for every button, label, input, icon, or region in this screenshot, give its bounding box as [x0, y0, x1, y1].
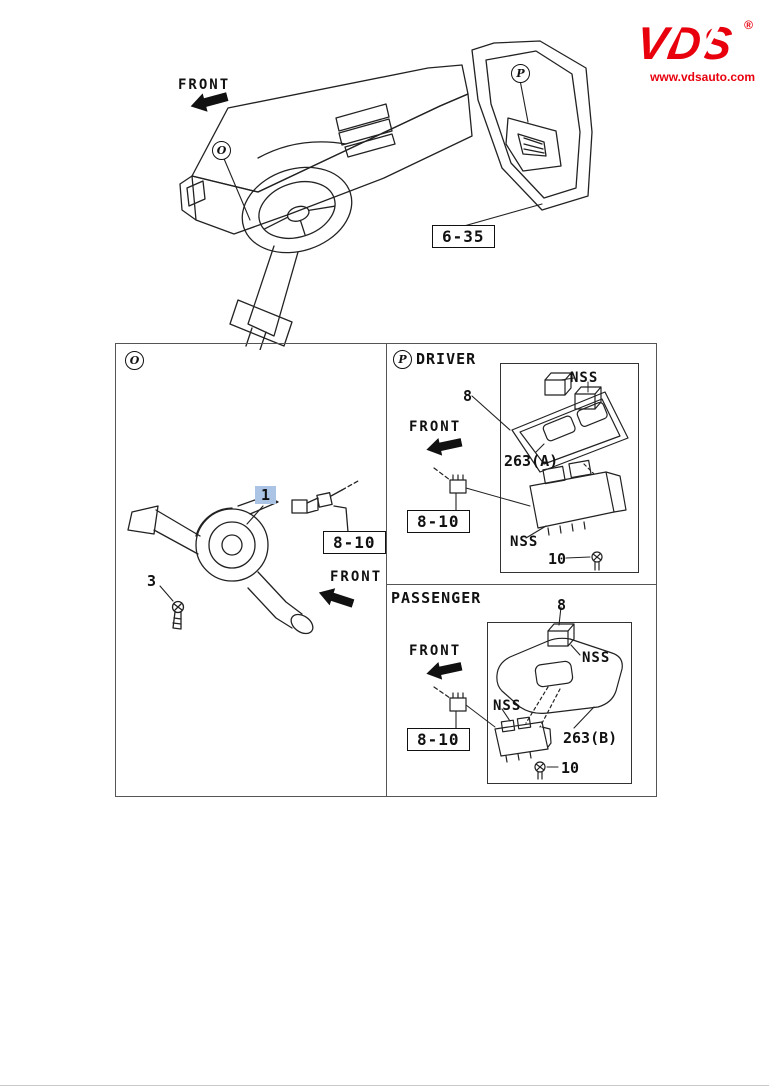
driver-detail-box — [500, 363, 639, 573]
callout-circle-p-top: P — [511, 64, 530, 83]
callout-letter: O — [129, 354, 140, 367]
part-callout-8-passenger[interactable]: 8 — [557, 596, 567, 614]
front-arrow-icon — [426, 437, 463, 456]
brand-website-link[interactable]: www.vdsauto.com — [650, 70, 755, 84]
part-code-263b: 263(B) — [563, 729, 618, 747]
front-arrow-icon — [318, 588, 355, 608]
part-callout-10-passenger[interactable]: 10 — [561, 759, 580, 777]
front-arrow-icon — [190, 92, 229, 112]
ref-link-8-10-driver[interactable]: 8-10 — [407, 510, 470, 533]
page-bottom-rule — [0, 1085, 769, 1086]
front-label-driver: FRONT — [409, 419, 462, 435]
front-label-passenger: FRONT — [409, 643, 462, 659]
front-arrow-icon — [426, 661, 463, 680]
part-callout-1[interactable]: 1 — [255, 486, 277, 504]
callout-circle-o-top: O — [212, 141, 231, 160]
front-label-top: FRONT — [178, 77, 231, 93]
nss-label-driver-top: NSS — [570, 370, 599, 386]
part-callout-8-driver[interactable]: 8 — [463, 387, 473, 405]
driver-section-title: DRIVER — [416, 350, 477, 368]
part-code-263a: 263(A) — [504, 452, 559, 470]
part-callout-3[interactable]: 3 — [147, 572, 157, 590]
callout-letter: P — [398, 353, 407, 366]
horizontal-divider — [386, 584, 656, 585]
ref-link-8-10-passenger[interactable]: 8-10 — [407, 728, 470, 751]
ref-link-6-35[interactable]: 6-35 — [432, 225, 495, 248]
callout-circle-o-panel: O — [125, 351, 144, 370]
brand-logo: VDS ® — [634, 17, 755, 69]
nss-label-passenger-right: NSS — [582, 650, 611, 666]
callout-letter: O — [216, 144, 227, 157]
callout-circle-p-driver: P — [393, 350, 412, 369]
front-label-left-panel: FRONT — [330, 569, 383, 585]
detail-frame — [115, 343, 657, 797]
nss-label-passenger-left: NSS — [493, 698, 522, 714]
vertical-divider — [386, 344, 387, 796]
nss-label-driver-bottom: NSS — [510, 534, 539, 550]
ref-link-8-10-left[interactable]: 8-10 — [323, 531, 386, 554]
callout-letter: P — [516, 67, 525, 80]
registered-mark: ® — [744, 18, 753, 32]
passenger-section-title: PASSENGER — [391, 589, 482, 607]
part-callout-10-driver[interactable]: 10 — [548, 550, 567, 568]
